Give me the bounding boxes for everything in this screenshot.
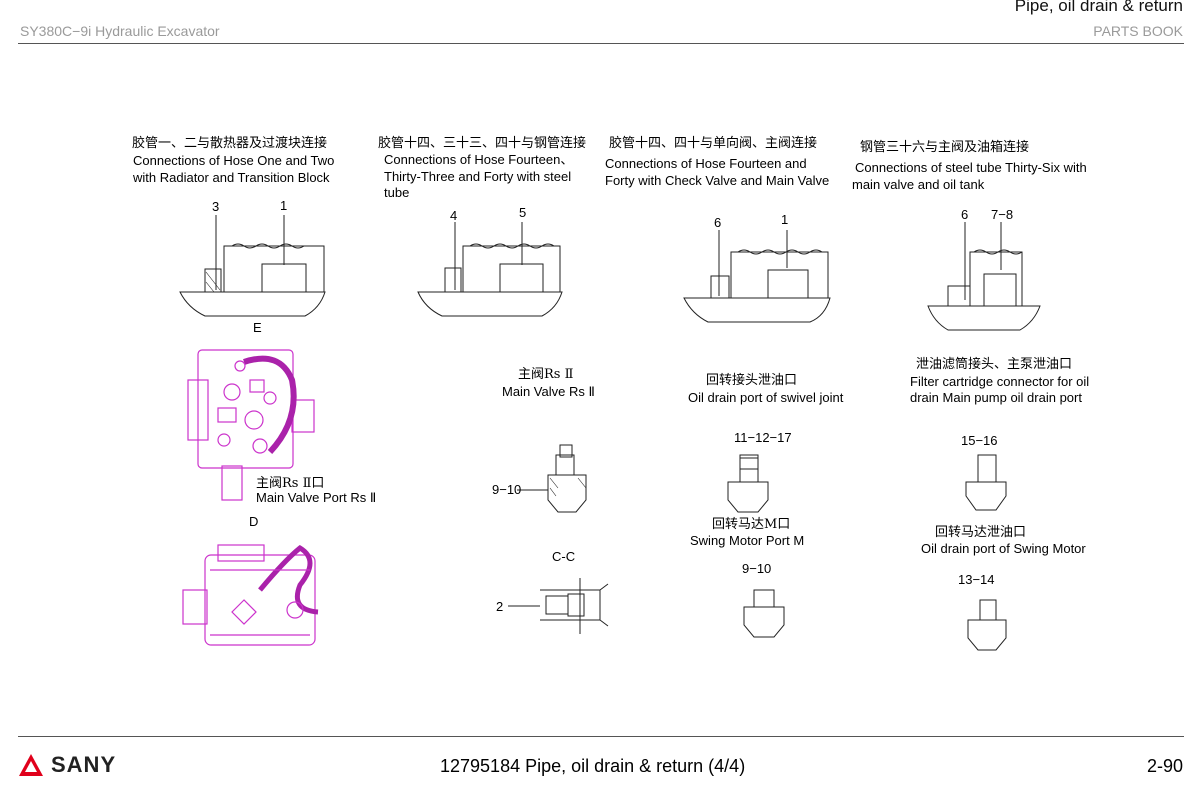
detail-3-callout-b: 1 xyxy=(781,212,789,227)
detail-3-title-en: Connections of Hose Fourteen and xyxy=(605,156,807,171)
port-swing-m-callout: 9−10 xyxy=(742,561,772,576)
port-filter-en2: drain Main pump oil drain port xyxy=(910,390,1082,405)
detail-2-callout-b: 5 xyxy=(519,205,527,220)
port-filter-en: Filter cartridge connector for oil xyxy=(910,374,1090,389)
section-cc-label: C-C xyxy=(552,549,576,564)
detail-1-title-en2: with Radiator and Transition Block xyxy=(133,170,330,185)
detail-4-title-cn: 钢管三十六与主阀及油箱连接 xyxy=(860,140,1030,155)
sany-logo-text: SANY xyxy=(51,752,117,777)
port-swing-drain-en: Oil drain port of Swing Motor xyxy=(921,541,1086,556)
sany-logo-icon xyxy=(19,754,43,776)
detail-1-callout-a: 3 xyxy=(212,199,220,214)
detail-4-callout-a: 6 xyxy=(961,207,969,222)
detail-2-title-en2: Thirty-Three and Forty with steel xyxy=(384,169,572,184)
port-main-valve-en: Main Valve Rs Ⅱ xyxy=(502,384,595,399)
view-d-label: D xyxy=(249,514,259,529)
port-swivel-callout: 11−12−17 xyxy=(734,430,792,445)
port-main-valve-callout: 9−10 xyxy=(492,482,522,497)
port-swing-m-en: Swing Motor Port M xyxy=(690,533,805,548)
port-swing-drain-callout: 13−14 xyxy=(958,572,995,587)
section-cc-callout: 2 xyxy=(496,599,504,614)
port-main-valve-cn: 主阀Rs Ⅱ xyxy=(518,367,574,382)
detail-2-callout-a: 4 xyxy=(450,208,458,223)
port-fitting-swivel-joint xyxy=(727,454,769,513)
footer-title: 12795184 Pipe, oil drain & return (4/4) xyxy=(440,756,746,776)
detail-4-title-en2: main valve and oil tank xyxy=(852,177,985,192)
header-rule xyxy=(18,43,1184,44)
port-fitting-cc xyxy=(540,578,609,634)
port-filter-callout: 15−16 xyxy=(961,433,998,448)
view-e-port-cn: 主阀Rs Ⅱ口 xyxy=(256,476,325,491)
header-book: PARTS BOOK xyxy=(1093,23,1183,39)
detail-3-title-en2: Forty with Check Valve and Main Valve xyxy=(605,173,830,188)
detail-1-figure xyxy=(179,215,326,317)
header-model: SY380C−9i Hydraulic Excavator xyxy=(20,23,220,39)
sany-logo: SANY xyxy=(17,752,116,778)
port-swing-drain-cn: 回转马达泄油口 xyxy=(935,525,1027,540)
port-swivel-en: Oil drain port of swivel joint xyxy=(688,390,844,405)
detail-2-figure xyxy=(417,222,563,317)
detail-4-callout-b: 7−8 xyxy=(991,207,1014,222)
port-fitting-swing-motor-m xyxy=(743,589,785,638)
header-section: Pipe, oil drain & return xyxy=(1014,0,1183,15)
view-e-label: E xyxy=(253,320,262,335)
detail-4-figure xyxy=(927,222,1041,331)
detail-1-title-cn: 胶管一、二与散热器及过渡块连接 xyxy=(132,136,328,151)
detail-3-callout-a: 6 xyxy=(714,215,722,230)
detail-1-title-en: Connections of Hose One and Two xyxy=(133,153,335,168)
valve-view-e xyxy=(187,349,315,501)
port-swing-m-cn: 回转马达M口 xyxy=(712,517,791,532)
footer-rule xyxy=(18,736,1184,737)
port-fitting-main-valve xyxy=(547,444,587,513)
detail-2-title-en: Connections of Hose Fourteen、 xyxy=(384,152,574,167)
detail-2-title-cn: 胶管十四、三十三、四十与钢管连接 xyxy=(378,136,587,151)
detail-1-callout-b: 1 xyxy=(280,198,288,213)
port-fitting-swing-motor-drain xyxy=(967,599,1007,651)
detail-3-title-cn: 胶管十四、四十与单向阀、主阀连接 xyxy=(609,136,818,151)
page-number: 2-90 xyxy=(1146,756,1183,776)
port-fitting-filter-cartridge xyxy=(965,454,1007,511)
pump-view-d xyxy=(182,544,319,646)
view-e-port-en: Main Valve Port Rs Ⅱ xyxy=(256,490,377,505)
detail-4-title-en: Connections of steel tube Thirty-Six wit… xyxy=(855,160,1087,175)
port-filter-cn: 泄油滤筒接头、主泵泄油口 xyxy=(916,357,1073,372)
detail-2-title-en3: tube xyxy=(384,185,410,200)
detail-3-figure xyxy=(683,230,831,323)
port-swivel-cn: 回转接头泄油口 xyxy=(706,373,798,388)
